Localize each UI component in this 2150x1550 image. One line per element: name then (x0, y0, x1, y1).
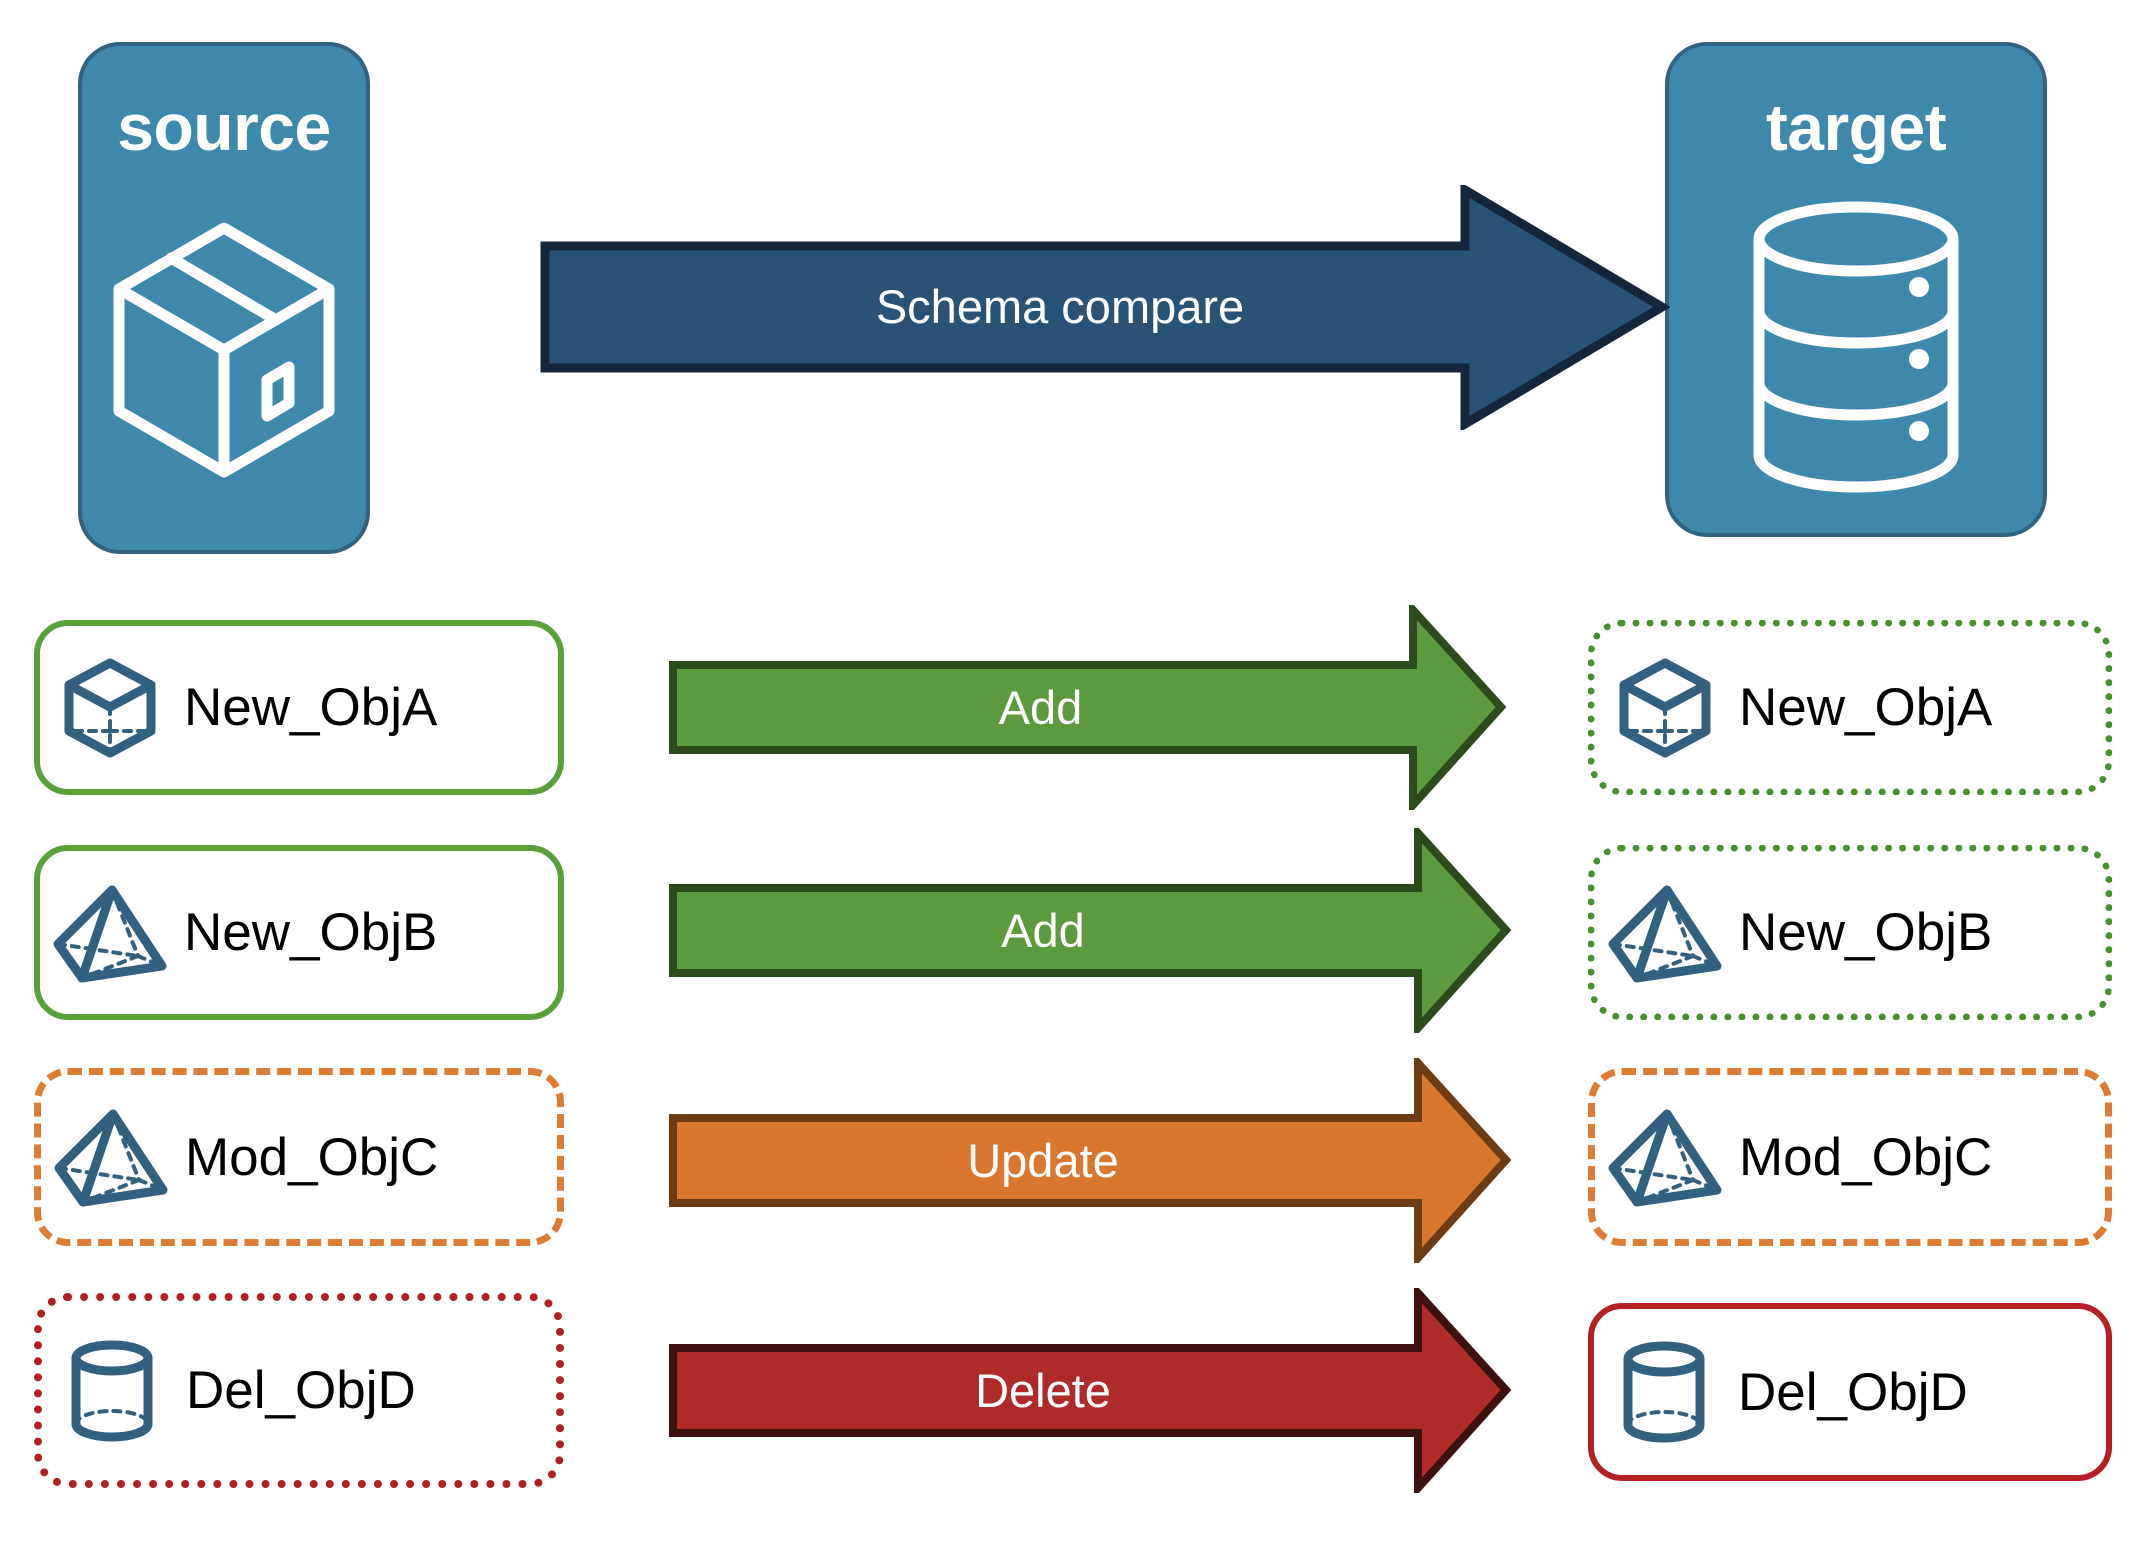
source-object-label-1: New_ObjB (184, 903, 438, 962)
source-object-box-3[interactable]: Del_ObjD (34, 1293, 564, 1488)
pyramid-wireframe-icon (41, 1102, 181, 1212)
target-object-label-1: New_ObjB (1739, 903, 1993, 962)
target-object-label-3: Del_ObjD (1738, 1362, 1968, 1422)
target-title: target (1765, 90, 1947, 164)
action-label-1: Add (1001, 904, 1085, 957)
target-object-box-2[interactable]: Mod_ObjC (1588, 1068, 2112, 1246)
source-object-label-2: Mod_ObjC (185, 1127, 439, 1187)
pyramid-wireframe-icon (1595, 1102, 1735, 1212)
schema-compare-label: Schema compare (875, 280, 1245, 333)
target-object-box-0[interactable]: New_ObjA (1588, 620, 2112, 795)
source-title: source (117, 90, 331, 164)
target-endpoint-card[interactable]: target (1665, 42, 2047, 537)
schema-compare-arrow[interactable]: Schema compare (540, 185, 1670, 430)
package-box-icon (82, 160, 366, 550)
source-object-box-0[interactable]: New_ObjA (34, 620, 564, 795)
action-arrow-add-0[interactable]: Add (668, 605, 1508, 810)
source-object-label-3: Del_ObjD (186, 1361, 416, 1420)
action-arrow-delete-3[interactable]: Delete (668, 1288, 1513, 1493)
target-object-box-3[interactable]: Del_ObjD (1588, 1303, 2112, 1481)
cube-wireframe-icon (1595, 653, 1735, 763)
target-object-label-0: New_ObjA (1739, 678, 1993, 737)
target-object-box-1[interactable]: New_ObjB (1588, 845, 2112, 1020)
pyramid-wireframe-icon (1595, 878, 1735, 988)
source-endpoint-card[interactable]: source (78, 42, 370, 554)
cube-wireframe-icon (40, 653, 180, 763)
database-cylinder-icon (1669, 160, 2043, 533)
cylinder-wireframe-icon (1594, 1337, 1734, 1447)
action-label-2: Update (967, 1134, 1119, 1187)
action-arrow-update-2[interactable]: Update (668, 1058, 1513, 1263)
source-object-box-2[interactable]: Mod_ObjC (34, 1068, 564, 1246)
action-arrow-add-1[interactable]: Add (668, 828, 1513, 1033)
source-object-label-0: New_ObjA (184, 678, 438, 737)
pyramid-wireframe-icon (40, 878, 180, 988)
action-label-3: Delete (975, 1364, 1111, 1417)
target-object-label-2: Mod_ObjC (1739, 1127, 1993, 1187)
source-object-box-1[interactable]: New_ObjB (34, 845, 564, 1020)
action-label-0: Add (998, 681, 1083, 734)
cylinder-wireframe-icon (42, 1336, 182, 1446)
